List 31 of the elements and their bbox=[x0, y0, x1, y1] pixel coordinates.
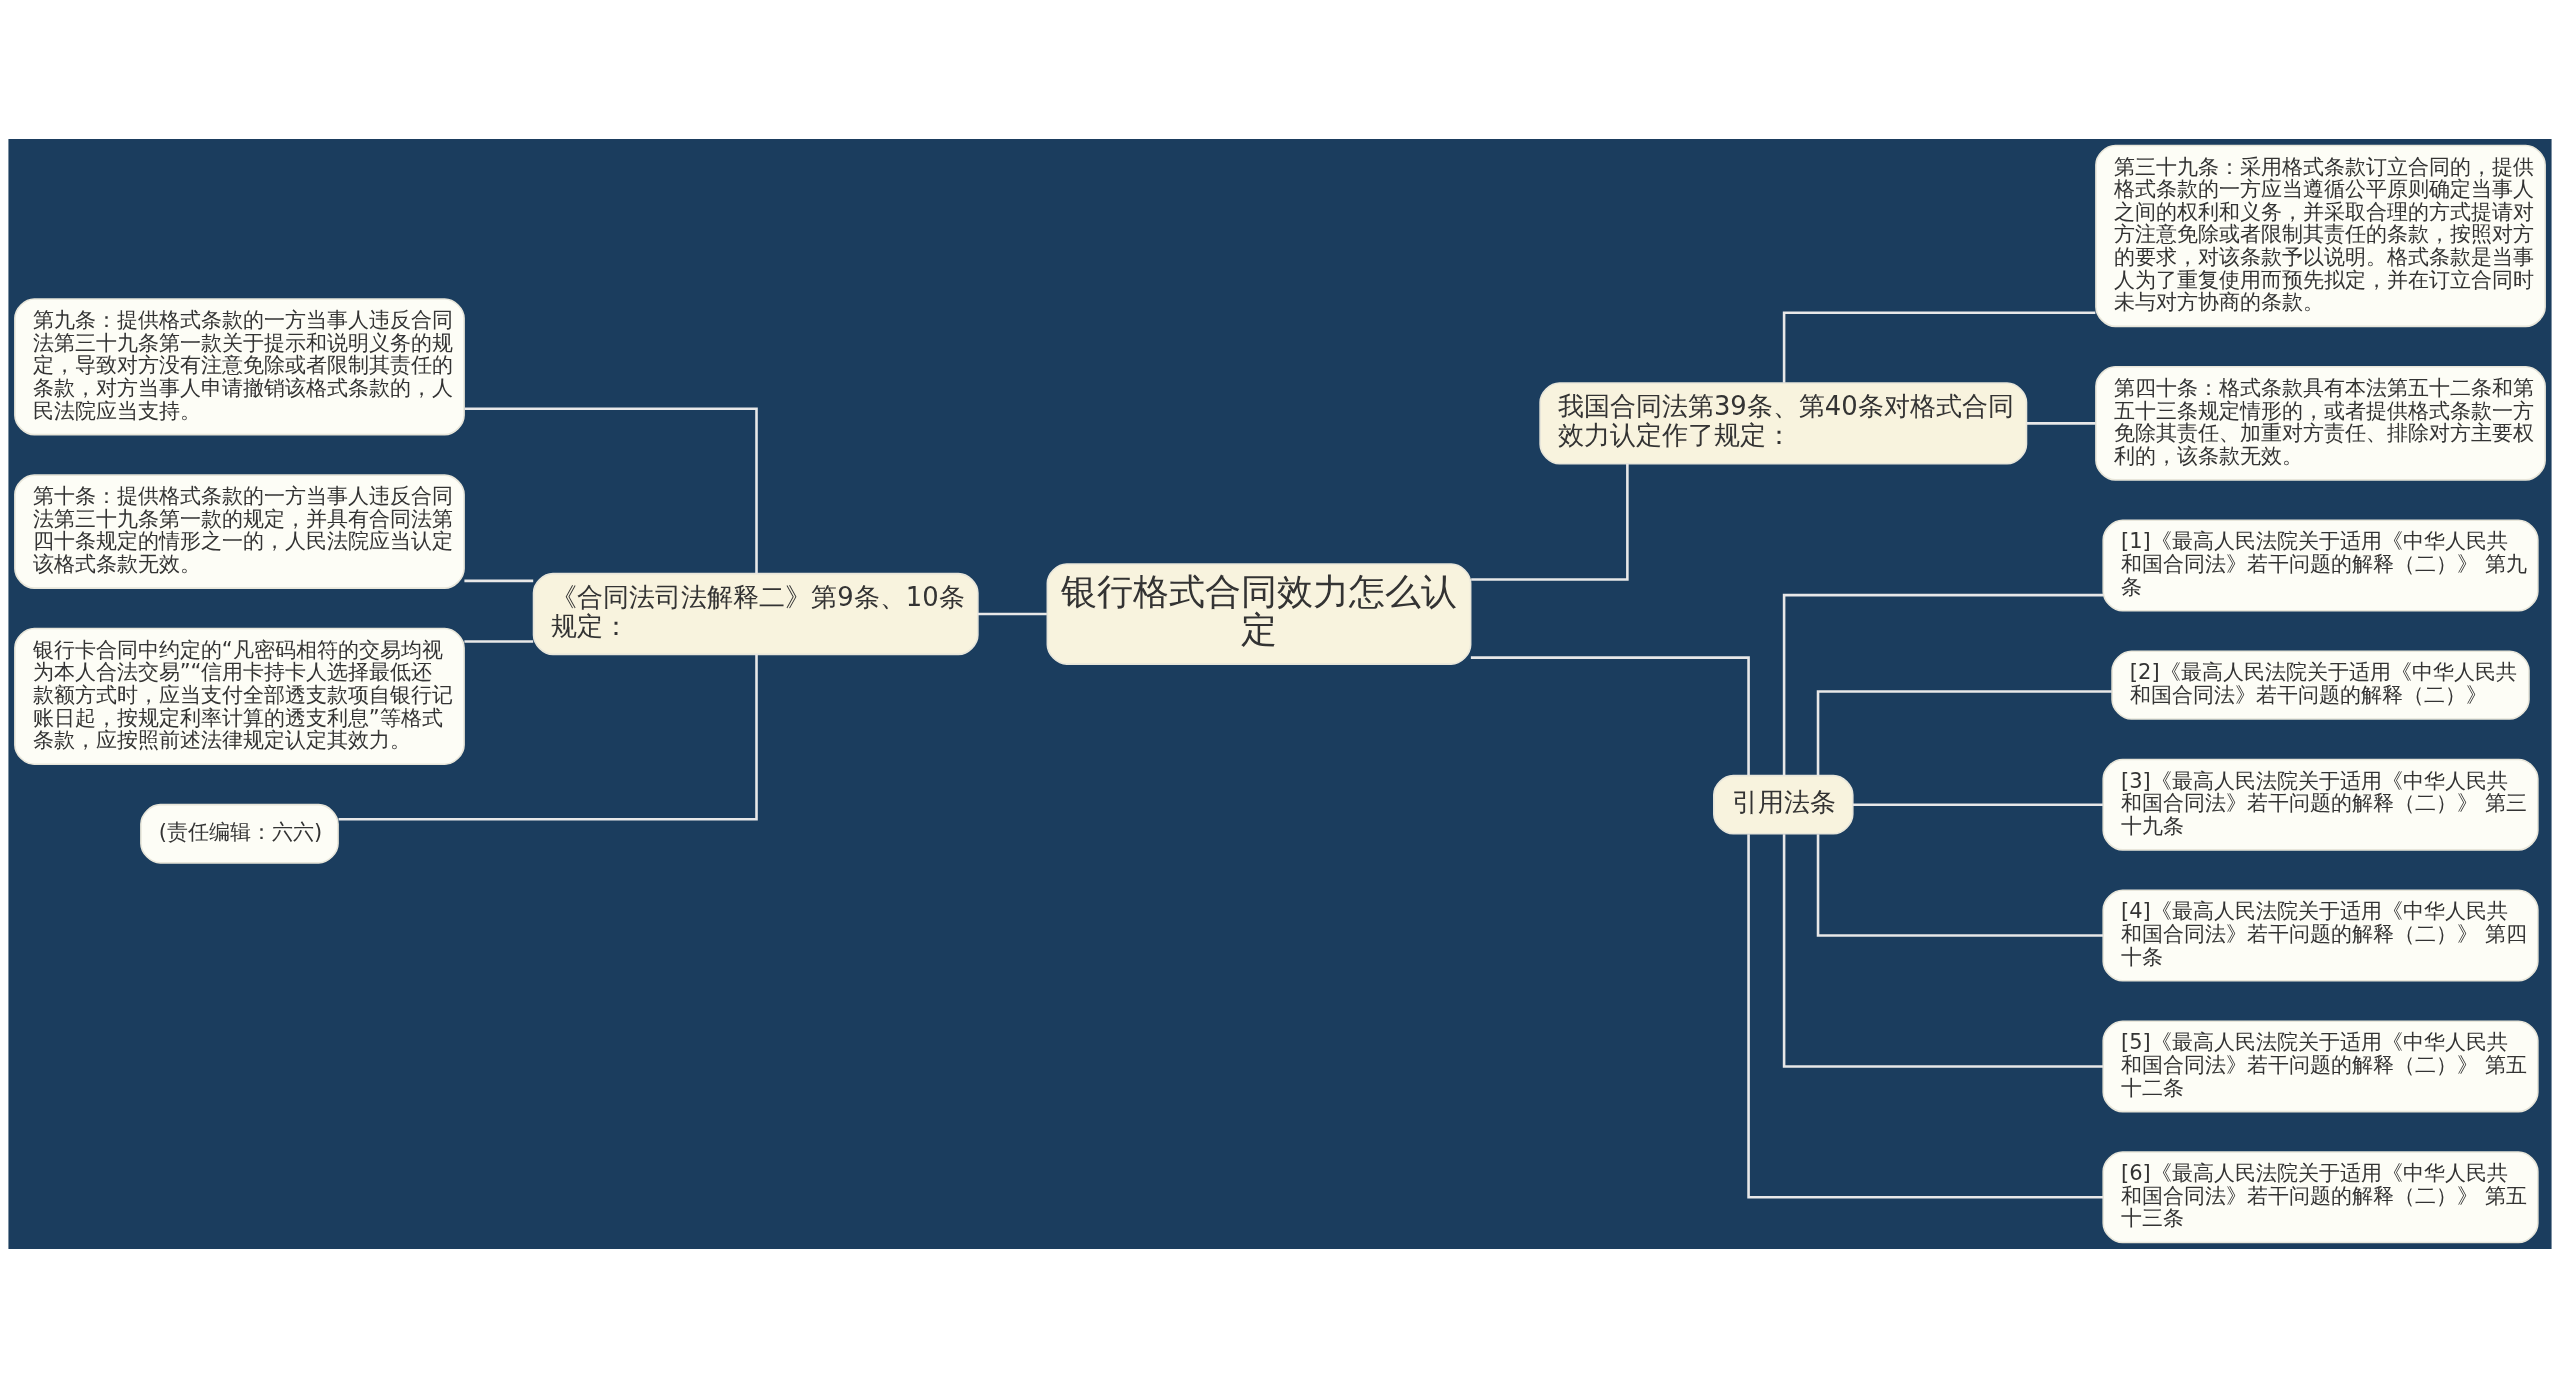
connector bbox=[464, 407, 758, 573]
node-box: 银行格式合同效力怎么认定 bbox=[1046, 562, 1472, 665]
connector bbox=[1782, 310, 2096, 383]
node-box: 第四十条：格式条款具有本法第五十二条和第五十三条规定情形的，或者提供格式条款一方免除其责任、加重对方责任、排除对方主要权利的，该条款无效。 bbox=[2095, 365, 2546, 481]
connector bbox=[1747, 833, 2104, 1199]
node-box: [3]《最高人民法院关于适用《中华人民共和国合同法》若干问题的解释（二）》 第三十九条 bbox=[2102, 758, 2539, 851]
node-box: [6]《最高人民法院关于适用《中华人民共和国合同法》若干问题的解释（二）》 第五十三条 bbox=[2102, 1150, 2539, 1243]
connector bbox=[2026, 421, 2096, 425]
node-box: [5]《最高人民法院关于适用《中华人民共和国合同法》若干问题的解释（二）》 第五十二条 bbox=[2102, 1019, 2539, 1112]
connector bbox=[977, 612, 1047, 615]
node-box: 第十条：提供格式条款的一方当事人违反合同法第三十九条第一款的规定，并具有合同法第四十条规定的情形之一的，人民法院应当认定该格式条款无效。 bbox=[14, 473, 465, 589]
node-box: 第三十九条：采用格式条款订立合同的，提供格式条款的一方应当遵循公平原则确定当事人之间的权利和义务，并采取合理的方式提请对方注意免除或者限制其责任的条款，按照对方的要求，对该条款予以说明。格式条款是当事人为了重复使用而预先拟定，并在订立合同时未与对方协商的条款。 bbox=[2095, 144, 2546, 327]
connector bbox=[1816, 833, 2104, 937]
connector bbox=[1782, 593, 2104, 776]
node-box: 第九条：提供格式条款的一方当事人违反合同法第三十九条第一款关于提示和说明义务的规定，导致对方没有注意免除或者限制其责任的条款，对方当事人申请撤销该格式条款的，人民法院应当支持。 bbox=[14, 297, 465, 435]
connector bbox=[1853, 802, 2103, 806]
connector bbox=[1471, 463, 1629, 581]
connector bbox=[1782, 833, 2104, 1068]
node-box: [4]《最高人民法院关于适用《中华人民共和国合同法》若干问题的解释（二）》 第四十条 bbox=[2102, 889, 2539, 982]
connector bbox=[1470, 655, 1750, 775]
node-box: 银行卡合同中约定的“凡密码相符的交易均视为本人合法交易”“信用卡持卡人选择最低还款额方式时，应当支付全部透支款项自银行记账日起，按规定利率计算的透支利息”等格式条款，应按照前述法律规定认定其效力。 bbox=[14, 627, 465, 765]
node-box: (责任编辑：六六) bbox=[140, 803, 339, 864]
node-box: 引用法条 bbox=[1713, 774, 1854, 835]
node-box: 《合同法司法解释二》第9条、10条规定： bbox=[532, 572, 979, 655]
node-box: [2]《最高人民法院关于适用《中华人民共和国合同法》若干问题的解释（二）》 bbox=[2111, 649, 2530, 720]
connector bbox=[1816, 689, 2112, 776]
connector bbox=[464, 579, 534, 582]
connector bbox=[464, 639, 534, 643]
connector bbox=[338, 654, 758, 820]
node-box: 我国合同法第39条、第40条对格式合同效力认定作了规定： bbox=[1539, 381, 2028, 465]
node-box: [1]《最高人民法院关于适用《中华人民共和国合同法》若干问题的解释（二）》 第九条 bbox=[2102, 519, 2539, 612]
